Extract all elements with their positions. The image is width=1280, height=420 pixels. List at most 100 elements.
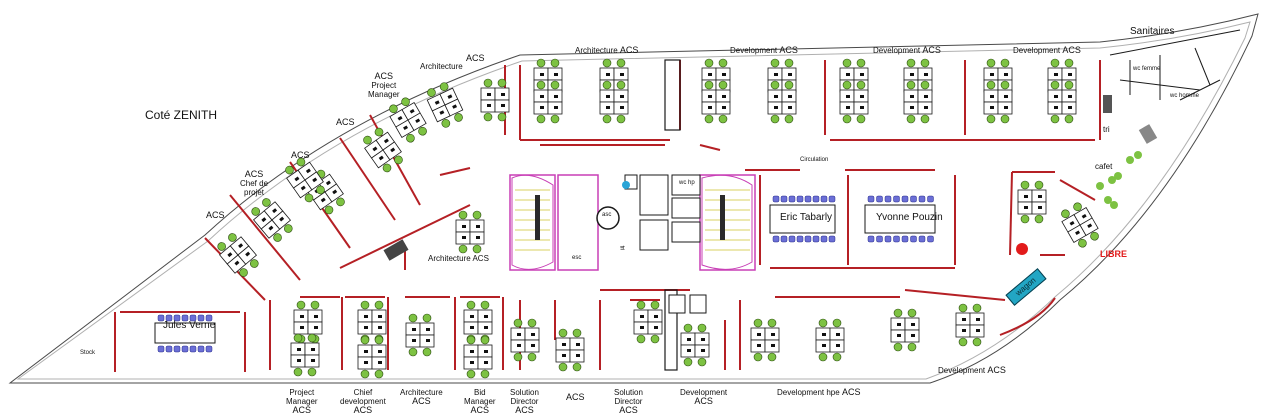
desk-cluster	[405, 313, 435, 357]
meeting-chair	[189, 314, 197, 322]
sanitaires-label: Sanitaires	[1130, 26, 1175, 37]
meeting-chair	[901, 195, 909, 203]
desk-cluster	[955, 303, 985, 347]
meeting-chair	[901, 235, 909, 243]
desk-cluster	[1047, 80, 1077, 124]
meeting-chair	[812, 195, 820, 203]
meeting-chair	[876, 235, 883, 243]
meeting-chair	[893, 235, 900, 243]
meeting-chair	[828, 235, 836, 243]
tri-label-core: tri	[618, 245, 625, 251]
meeting-chair	[804, 195, 812, 203]
meeting-chair	[828, 195, 836, 203]
desk-cluster	[983, 80, 1013, 124]
meeting-chair	[796, 235, 804, 243]
tri-label-right: tri	[1103, 125, 1110, 134]
desk-cluster	[463, 300, 493, 344]
meeting-rooms	[154, 204, 936, 344]
meeting-chair	[804, 235, 812, 243]
meeting-chair	[181, 345, 189, 353]
desk-cluster	[555, 328, 585, 372]
desk-cluster	[463, 335, 493, 379]
meeting-chair	[772, 235, 780, 243]
desk-cluster	[1061, 202, 1099, 248]
meeting-chair	[205, 345, 213, 353]
desk-cluster	[890, 308, 920, 352]
desk-cluster	[389, 97, 427, 143]
wc-femme-label: wc femme	[1133, 66, 1161, 72]
top-zone-architecture: Architecture ACS	[575, 45, 639, 56]
meeting-chair	[181, 314, 189, 322]
meeting-chair	[876, 195, 883, 203]
desk-cluster	[510, 318, 540, 362]
room-jules-verne: Jules Verne	[163, 320, 216, 331]
meeting-chair	[910, 235, 917, 243]
top-zone-development-2: Development ACS	[873, 45, 941, 56]
left-zone-project-manager: ACS Project Manager	[368, 71, 400, 100]
sanitaires-room	[1109, 29, 1241, 101]
meeting-chair	[788, 235, 796, 243]
meeting-chair	[197, 314, 205, 322]
meeting-chair	[893, 195, 900, 203]
desk-cluster	[285, 157, 325, 203]
zenith-side-label: Coté ZENITH	[145, 108, 218, 122]
meeting-chair	[927, 235, 934, 243]
meeting-chair	[796, 195, 804, 203]
markers	[383, 95, 1158, 261]
bottom-zone-development-right: Development ACS	[938, 365, 1006, 376]
wc-hp-label: wc hp	[679, 180, 695, 186]
desk-cluster	[357, 300, 387, 344]
meeting-chair	[157, 314, 165, 322]
meeting-chair	[820, 235, 828, 243]
meeting-chair	[780, 235, 788, 243]
desk-cluster	[1017, 180, 1047, 224]
stairs-label: esc	[572, 255, 582, 261]
cafet-label: cafet	[1095, 162, 1113, 171]
meeting-chair	[918, 195, 926, 203]
meeting-chair	[884, 195, 892, 203]
desk-cluster	[815, 318, 845, 362]
desk-cluster	[426, 82, 464, 128]
room-eric-tabarly: Eric Tabarly	[780, 212, 833, 223]
red-marker-icon	[1016, 243, 1028, 255]
meeting-chair	[927, 195, 934, 203]
top-zone-development-3: Development ACS	[1013, 45, 1081, 56]
desk-cluster	[290, 333, 320, 377]
meeting-chair	[867, 235, 875, 243]
meeting-chair	[189, 345, 197, 353]
desk-cluster	[701, 80, 731, 124]
desk-cluster	[633, 300, 663, 344]
desk-cluster	[293, 300, 323, 344]
meeting-chair	[173, 345, 181, 353]
meeting-chair	[820, 195, 828, 203]
meeting-chair	[884, 235, 892, 243]
meeting-chair	[918, 235, 926, 243]
stock-label: Stock	[80, 350, 96, 356]
left-zone-acs-left: ACS	[206, 210, 225, 220]
meeting-chair	[772, 195, 780, 203]
desk-cluster	[680, 323, 710, 367]
meeting-chair	[867, 195, 875, 203]
center-zone-architecture-acs: Architecture ACS	[428, 254, 489, 263]
meeting-chair	[165, 345, 173, 353]
desk-cluster	[357, 335, 387, 379]
desk-cluster	[455, 210, 485, 254]
meeting-chair	[205, 314, 213, 322]
meeting-chair	[788, 195, 796, 203]
desk-cluster	[480, 78, 510, 122]
left-zone-acs-1: ACS	[336, 117, 355, 127]
desk-cluster	[767, 80, 797, 124]
left-zone-chef-projet: ACS Chef de projet	[240, 169, 269, 198]
meeting-chair	[173, 314, 181, 322]
desk-cluster	[839, 80, 869, 124]
desk-cluster	[599, 80, 629, 124]
meeting-chair	[197, 345, 205, 353]
